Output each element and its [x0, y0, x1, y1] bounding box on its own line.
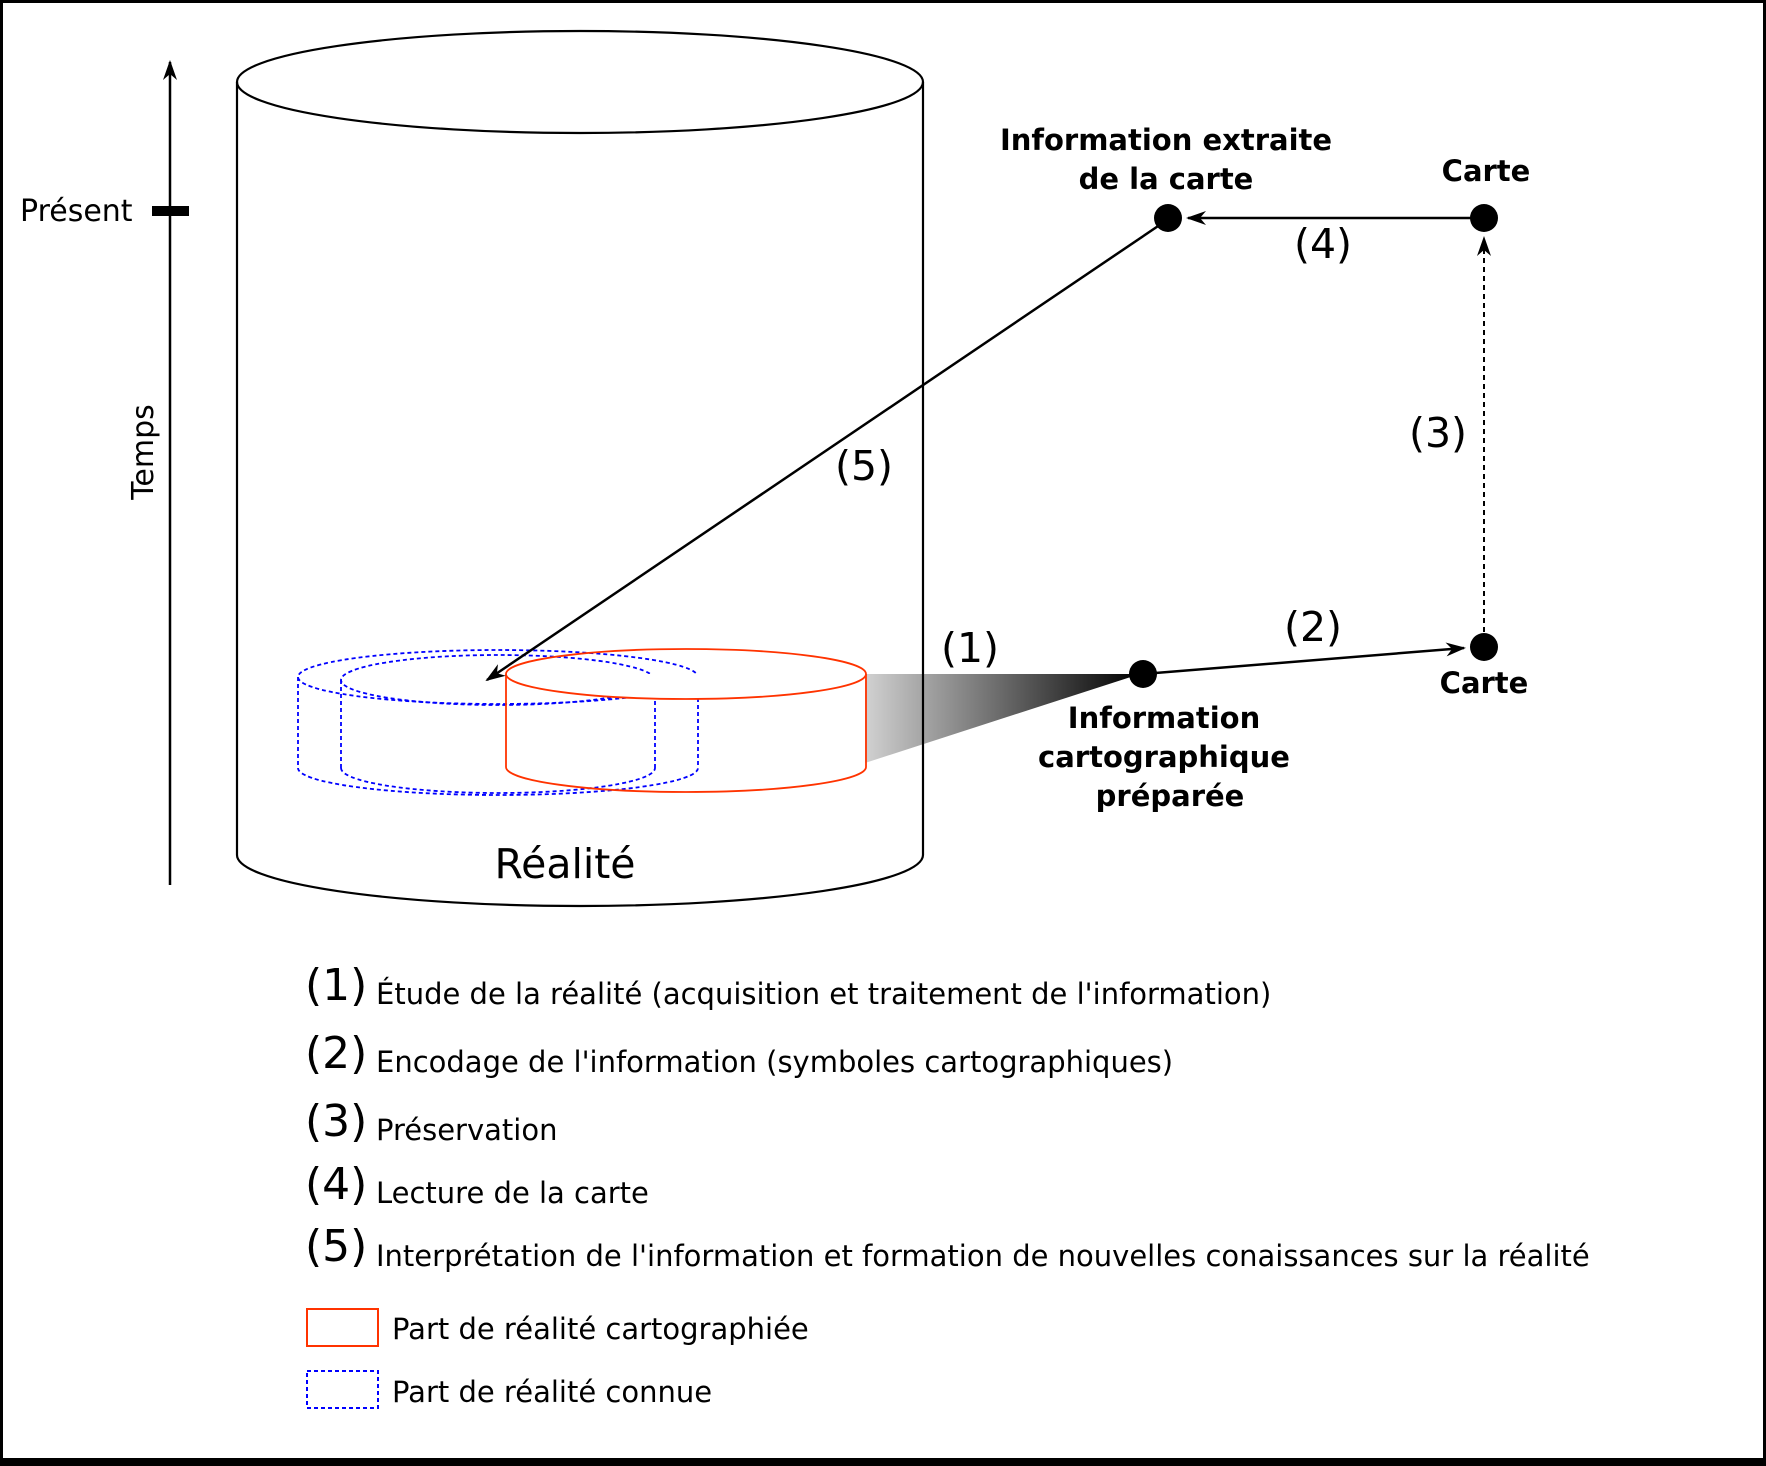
cylinder-bottom [235, 854, 925, 908]
arrow-interpretation [485, 216, 1171, 682]
carte-top-label: Carte [1442, 154, 1531, 188]
mapped-disc-top-front [505, 673, 867, 700]
legend-number-5: (5) [305, 1221, 367, 1272]
time-axis: Présent Temps [20, 60, 189, 885]
legend-known-swatch [306, 1370, 379, 1409]
legend-text-5: Interprétation de l'information et forma… [376, 1239, 1590, 1273]
carte-bottom-label: Carte [1440, 666, 1529, 700]
step-3-label: (3) [1409, 409, 1467, 457]
node-carte-top [1470, 204, 1498, 232]
present-tick [152, 206, 189, 216]
legend-known: Part de réalité connue [306, 1370, 712, 1409]
legend-number-3: (3) [305, 1096, 367, 1147]
legend-item-1: (1) Étude de la réalité (acquisition et … [305, 960, 1271, 1011]
node-info-prepared [1129, 660, 1157, 688]
node-info-extracted [1154, 204, 1182, 232]
info-prepared-label-line3: préparée [1096, 779, 1245, 813]
mapped-reality-disc [505, 648, 867, 793]
step-5-label: (5) [835, 442, 893, 490]
legend-mapped: Part de réalité cartographiée [306, 1308, 809, 1347]
arrow-encoding [1142, 642, 1466, 676]
info-extracted-label-line1: Information extraite [1000, 123, 1332, 157]
legend-text-2: Encodage de l'information (symboles cart… [376, 1045, 1173, 1079]
legend-text-4: Lecture de la carte [376, 1176, 649, 1210]
step-2-label: (2) [1284, 603, 1342, 651]
legend-number-4: (4) [305, 1159, 367, 1210]
node-carte-bottom [1470, 633, 1498, 661]
legend-text-3: Préservation [376, 1113, 557, 1147]
step-4-label: (4) [1294, 220, 1352, 268]
reality-label: Réalité [494, 840, 635, 888]
legend: (1) Étude de la réalité (acquisition et … [305, 960, 1590, 1409]
mapped-disc-top-back [505, 648, 867, 675]
info-prepared-label-line1: Information [1068, 701, 1260, 735]
legend-mapped-swatch [306, 1308, 379, 1347]
legend-item-2: (2) Encodage de l'information (symboles … [305, 1028, 1173, 1079]
legend-item-5: (5) Interprétation de l'information et f… [305, 1221, 1590, 1273]
extraction-beam [865, 674, 1140, 763]
legend-mapped-text: Part de réalité cartographiée [392, 1312, 809, 1346]
step-1-label: (1) [941, 624, 999, 672]
present-label: Présent [20, 194, 133, 229]
time-axis-label: Temps [126, 404, 161, 501]
legend-text-1: Étude de la réalité (acquisition et trai… [376, 977, 1271, 1011]
mapped-disc-bottom [505, 766, 867, 793]
info-extracted-label-line2: de la carte [1079, 162, 1254, 196]
legend-number-1: (1) [305, 960, 367, 1011]
legend-item-3: (3) Préservation [305, 1096, 557, 1147]
legend-item-4: (4) Lecture de la carte [305, 1159, 649, 1210]
legend-number-2: (2) [305, 1028, 367, 1079]
info-prepared-label-line2: cartographique [1038, 740, 1290, 774]
legend-known-text: Part de réalité connue [392, 1375, 712, 1409]
